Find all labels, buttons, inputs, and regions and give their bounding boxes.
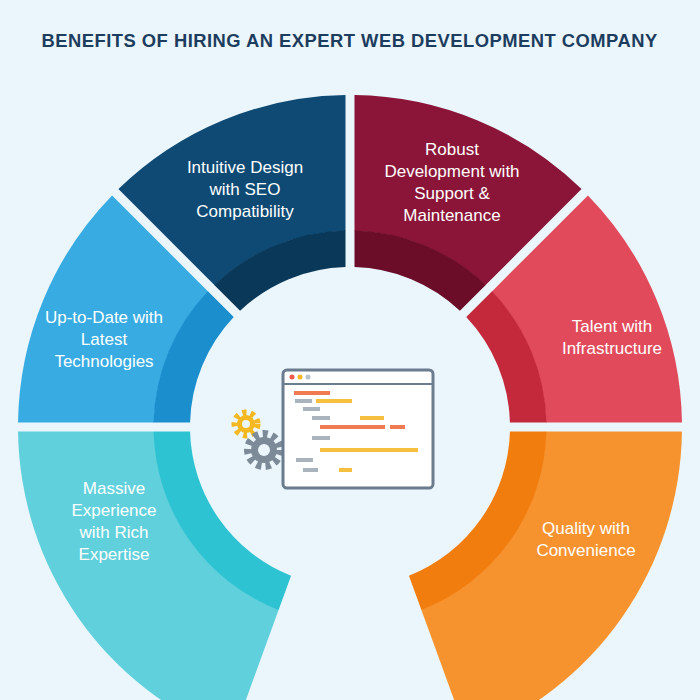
segment-inner-band bbox=[154, 432, 292, 611]
segment-inner-band bbox=[466, 291, 546, 422]
segment-shape bbox=[16, 424, 298, 700]
segment-label: Talent with Infrastructure bbox=[547, 316, 677, 360]
ring-segment: Talent with Infrastructure bbox=[461, 190, 684, 429]
segment-label: Massive Experience with Rich Expertise bbox=[58, 478, 170, 566]
segment-shape bbox=[461, 190, 684, 429]
segment-label: Intuitive Design with SEO Compatibility bbox=[170, 157, 320, 223]
segment-inner-band bbox=[214, 231, 345, 311]
segment-inner-band bbox=[409, 432, 547, 611]
gear-icons bbox=[235, 413, 280, 466]
segment-label: Robust Development with Support & Mainte… bbox=[377, 139, 527, 227]
segment-label: Up-to-Date with Latest Technologies bbox=[38, 307, 170, 373]
segment-inner-band bbox=[355, 231, 486, 311]
ring-segment: Quality with Convenience bbox=[402, 425, 684, 700]
segment-shape bbox=[402, 425, 684, 700]
diagram-title: BENEFITS OF HIRING AN EXPERT WEB DEVELOP… bbox=[42, 30, 658, 52]
browser-window bbox=[283, 370, 433, 488]
segment-label: Quality with Convenience bbox=[520, 518, 652, 562]
ring-segment: Up-to-Date with Latest Technologies bbox=[16, 190, 239, 429]
ring-segment: Massive Experience with Rich Expertise bbox=[16, 424, 298, 700]
segment-inner-band bbox=[154, 291, 234, 422]
